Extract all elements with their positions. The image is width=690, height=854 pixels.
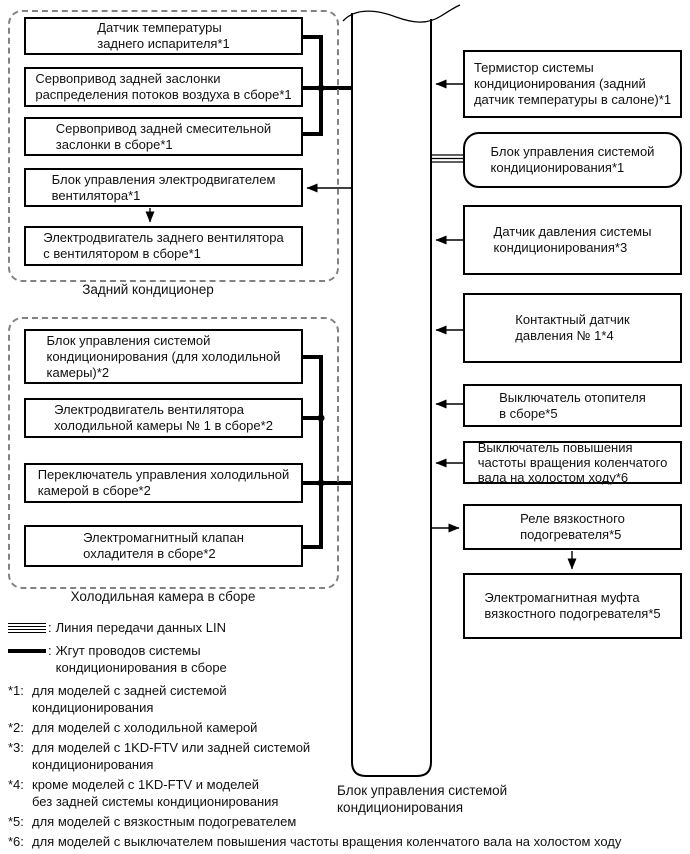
footnote-text: для моделей с выключателем повышения час…: [32, 834, 622, 849]
box-label: Электродвигатель вентилятора холодильной…: [54, 402, 273, 433]
legend-and-footnotes: : Линия передачи данных LIN : Жгут прово…: [8, 619, 676, 853]
bus-break-wave: [342, 4, 461, 23]
footnote-4: *4: кроме моделей с 1KD-FTV и моделей бе…: [8, 776, 676, 810]
box-label: Контактный датчик давления № 1*4: [515, 312, 630, 343]
box-viscous-heater-clutch: Электромагнитная муфта вязкостного подог…: [463, 573, 682, 639]
group-rear-air-conditioner: [8, 10, 339, 282]
harness-junction-dot: [317, 84, 325, 92]
box-rear-evaporator-temp-sensor: Датчик температуры заднего испарителя*1: [24, 17, 303, 55]
footnote-marker: *1:: [8, 683, 24, 698]
box-cooler-solenoid-valve: Электромагнитный клапан охладителя в сбо…: [24, 525, 303, 567]
footnote-text: кроме моделей с 1KD-FTV и моделей без за…: [32, 777, 279, 809]
footnote-1: *1: для моделей с задней системой кондиц…: [8, 682, 676, 716]
box-contact-pressure-switch: Контактный датчик давления № 1*4: [463, 293, 682, 363]
footnote-3: *3: для моделей с 1KD-FTV или задней сис…: [8, 739, 676, 773]
footnote-text: для моделей с задней системой кондициони…: [32, 683, 227, 715]
box-rear-air-mix-servo: Сервопривод задней смесительной заслонки…: [24, 117, 303, 156]
box-label: Датчик давления системы кондиционировани…: [493, 224, 652, 255]
harness-lines-cool-box: [303, 355, 352, 549]
caption-rear-air-conditioner: Задний кондиционер: [82, 282, 214, 297]
box-label: Реле вязкостного подогревателя*5: [520, 511, 625, 542]
footnote-5: *5: для моделей с вязкостным подогревате…: [8, 813, 676, 830]
footnote-marker: *3:: [8, 740, 24, 755]
legend-row-harness: : Жгут проводов системы кондиционировани…: [8, 642, 676, 676]
box-cool-box-ecu: Блок управления системой кондиционирован…: [24, 329, 303, 384]
legend-row-lin: : Линия передачи данных LIN: [8, 619, 676, 636]
box-label: Сервопривод задней заслонки распределени…: [35, 71, 292, 102]
harness-junction-dot: [317, 414, 325, 422]
box-idle-up-switch: Выключатель повышения частоты вращения к…: [463, 440, 682, 485]
box-rear-blower-motor: Электродвигатель заднего вентилятора с в…: [24, 226, 303, 266]
box-heater-switch: Выключатель отопителя в сборе*5: [463, 384, 682, 427]
box-ac-pressure-sensor: Датчик давления системы кондиционировани…: [463, 205, 682, 275]
legend-lin-label: Линия передачи данных LIN: [55, 620, 226, 635]
footnote-text: для моделей с холодильной камерой: [32, 720, 258, 735]
box-room-thermistor: Термистор системы кондиционирования (зад…: [463, 50, 682, 118]
box-label: Датчик температуры заднего испарителя*1: [97, 20, 230, 51]
box-label: Выключатель повышения частоты вращения к…: [477, 440, 668, 485]
legend-separator: :: [48, 620, 52, 635]
box-rear-airflow-servo: Сервопривод задней заслонки распределени…: [24, 67, 303, 107]
footnote-marker: *5:: [8, 814, 24, 829]
legend-harness-line-symbol: [8, 649, 46, 653]
box-label: Электродвигатель заднего вентилятора с в…: [43, 230, 284, 261]
footnote-marker: *4:: [8, 777, 24, 792]
box-label: Выключатель отопителя в сборе*5: [499, 389, 646, 421]
ac-control-unit-outline: [351, 13, 432, 777]
footnote-2: *2: для моделей с холодильной камерой: [8, 719, 676, 736]
box-ac-control-assembly: Блок управления системой кондиционирован…: [463, 132, 682, 188]
harness-junction-dot: [317, 479, 325, 487]
footnote-6: *6: для моделей с выключателем повышения…: [8, 833, 676, 850]
footnote-marker: *2:: [8, 720, 24, 735]
box-label: Термистор системы кондиционирования (зад…: [473, 60, 672, 107]
box-label: Сервопривод задней смесительной заслонки…: [55, 120, 272, 152]
legend-lin-line-symbol: [8, 623, 46, 633]
legend-separator: :: [48, 643, 52, 658]
box-label: Блок управления системой кондиционирован…: [46, 332, 281, 380]
footnote-text: для моделей с вязкостным подогревателем: [32, 814, 297, 829]
lin-data-line: [431, 154, 463, 163]
footnote-marker: *6:: [8, 834, 24, 849]
box-cool-box-fan-motor: Электродвигатель вентилятора холодильной…: [24, 398, 303, 438]
group-cool-box-assembly: [8, 317, 339, 589]
box-label: Переключатель управления холодильной кам…: [37, 467, 290, 498]
box-label: Блок управления системой кондиционирован…: [490, 144, 655, 175]
box-label: Электромагнитная муфта вязкостного подог…: [484, 590, 661, 621]
footnote-text: для моделей с 1KD-FTV или задней системо…: [32, 740, 311, 772]
box-blower-motor-controller: Блок управления электродвигателем вентил…: [24, 168, 303, 207]
box-cool-box-control-switch: Переключатель управления холодильной кам…: [24, 463, 303, 503]
box-label: Блок управления электродвигателем вентил…: [51, 171, 276, 203]
legend-harness-label: Жгут проводов системы кондиционирования …: [55, 643, 227, 675]
signal-arrows: [145, 79, 577, 570]
box-viscous-heater-relay: Реле вязкостного подогревателя*5: [463, 504, 682, 550]
box-label: Электромагнитный клапан охладителя в сбо…: [83, 530, 244, 561]
caption-cool-box-assembly: Холодильная камера в сборе: [70, 589, 256, 604]
label-ac-control-unit: Блок управления системой кондиционирован…: [337, 783, 508, 815]
